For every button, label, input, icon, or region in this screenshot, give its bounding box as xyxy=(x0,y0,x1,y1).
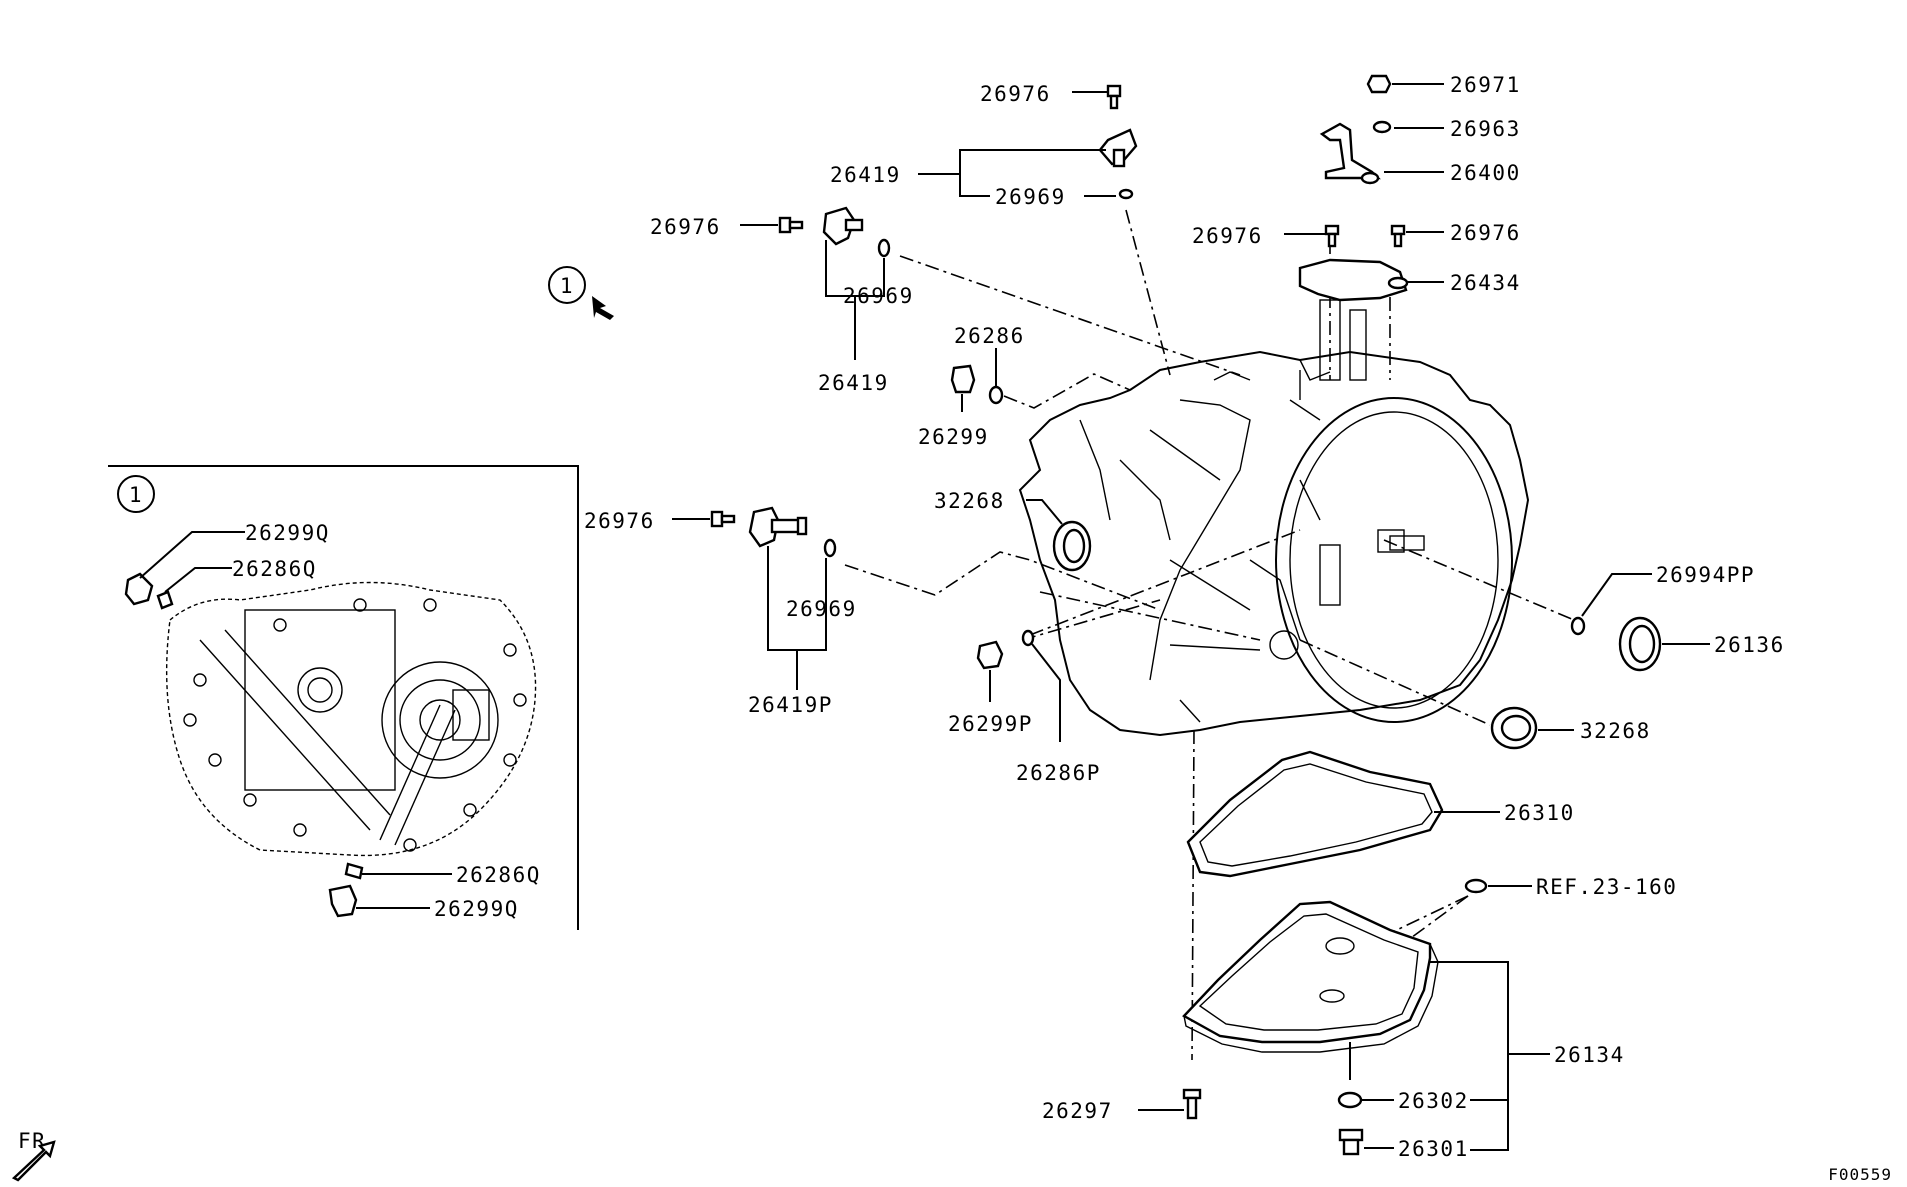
label-26976-right: 26976 xyxy=(1450,221,1521,245)
bolt-26976-top xyxy=(1106,84,1122,110)
sensor-26419P xyxy=(748,506,808,548)
lever-26400 xyxy=(1319,122,1381,185)
label-26976-low: 26976 xyxy=(584,509,655,533)
oil-pan-26134 xyxy=(1182,900,1439,1053)
bolt-26976-right xyxy=(1390,224,1406,248)
label-26969-top: 26969 xyxy=(995,185,1066,209)
front-direction-indicator: FR xyxy=(11,1129,56,1182)
label-26400: 26400 xyxy=(1450,161,1521,185)
drain-plug-26299Q-top xyxy=(124,572,154,606)
drain-plug-26301 xyxy=(1338,1128,1364,1156)
drain-plug-26299Q-bottom xyxy=(328,884,358,918)
view-callout: 1 xyxy=(548,266,614,320)
bolt-26976-mid xyxy=(1324,224,1340,248)
label-26299P: 26299P xyxy=(948,712,1033,736)
seal-32268-bottom xyxy=(1490,706,1538,750)
switch-26434 xyxy=(1298,258,1409,302)
gasket-26286Q-top xyxy=(156,590,174,610)
washer-26963 xyxy=(1372,120,1392,134)
label-26299Q-bottom: 26299Q xyxy=(434,897,519,921)
label-32268-bottom: 32268 xyxy=(1580,719,1651,743)
oring-26969-mid xyxy=(877,238,891,258)
label-26419-top: 26419 xyxy=(830,163,901,187)
label-26286: 26286 xyxy=(954,324,1025,348)
ref-washer xyxy=(1464,878,1488,894)
label-26286Q-bottom: 26286Q xyxy=(456,863,541,887)
label-26310: 26310 xyxy=(1504,801,1575,825)
sensor-26419-mid xyxy=(822,206,864,246)
bolt-26976-low xyxy=(710,510,736,528)
callout-arrow-icon xyxy=(592,296,614,320)
washer-26302 xyxy=(1337,1091,1363,1109)
inset-transmission-drawing xyxy=(165,581,537,857)
seal-26136 xyxy=(1618,616,1662,672)
label-26302: 26302 xyxy=(1398,1089,1469,1113)
label-26136: 26136 xyxy=(1714,633,1785,657)
label-26297: 26297 xyxy=(1042,1099,1113,1123)
bolt-26297 xyxy=(1182,1088,1202,1120)
seal-32268-top xyxy=(1052,520,1092,572)
label-26301: 26301 xyxy=(1398,1137,1469,1161)
label-26419-mid: 26419 xyxy=(818,371,889,395)
oring-26969-top xyxy=(1118,188,1134,200)
label-26971: 26971 xyxy=(1450,73,1521,97)
label-26969-low: 26969 xyxy=(786,597,857,621)
label-26994PP: 26994PP xyxy=(1656,563,1755,587)
label-26299Q-top: 26299Q xyxy=(245,521,330,545)
label-32268-top: 32268 xyxy=(934,489,1005,513)
oring-26969-low xyxy=(823,538,837,558)
callout-number: 1 xyxy=(560,274,574,298)
label-26299: 26299 xyxy=(918,425,989,449)
gasket-26310 xyxy=(1186,750,1444,878)
plug-26299P xyxy=(976,640,1004,670)
label-26976-top: 26976 xyxy=(980,82,1051,106)
inset-callout-circle xyxy=(117,475,155,513)
gasket-26286Q-bottom xyxy=(344,862,364,880)
figure-id: F00559 xyxy=(1828,1165,1892,1184)
inset-callout-number: 1 xyxy=(129,483,143,507)
label-26963: 26963 xyxy=(1450,117,1521,141)
front-direction-label: FR xyxy=(18,1129,46,1153)
oring-26994PP xyxy=(1570,616,1586,636)
label-26419P: 26419P xyxy=(748,693,833,717)
label-REF-23-160: REF.23-160 xyxy=(1536,875,1677,899)
bolt-26976-left xyxy=(778,216,804,234)
gasket-26286 xyxy=(988,385,1004,405)
label-26134: 26134 xyxy=(1554,1043,1625,1067)
gasket-26286P xyxy=(1021,629,1035,647)
plug-26299 xyxy=(950,364,976,394)
nut-26971 xyxy=(1366,74,1392,94)
callout-circle xyxy=(548,266,586,304)
label-26976-left: 26976 xyxy=(650,215,721,239)
front-arrow-icon xyxy=(11,1140,56,1182)
label-26286Q-top: 26286Q xyxy=(232,557,317,581)
label-26434: 26434 xyxy=(1450,271,1521,295)
sensor-26419-top xyxy=(1098,128,1138,168)
label-26976-mid: 26976 xyxy=(1192,224,1263,248)
transmission-case xyxy=(1018,299,1530,737)
inset-panel: 1 xyxy=(108,465,579,930)
label-26286P: 26286P xyxy=(1016,761,1101,785)
label-26969-mid: 26969 xyxy=(843,284,914,308)
inset-frame xyxy=(108,465,579,930)
